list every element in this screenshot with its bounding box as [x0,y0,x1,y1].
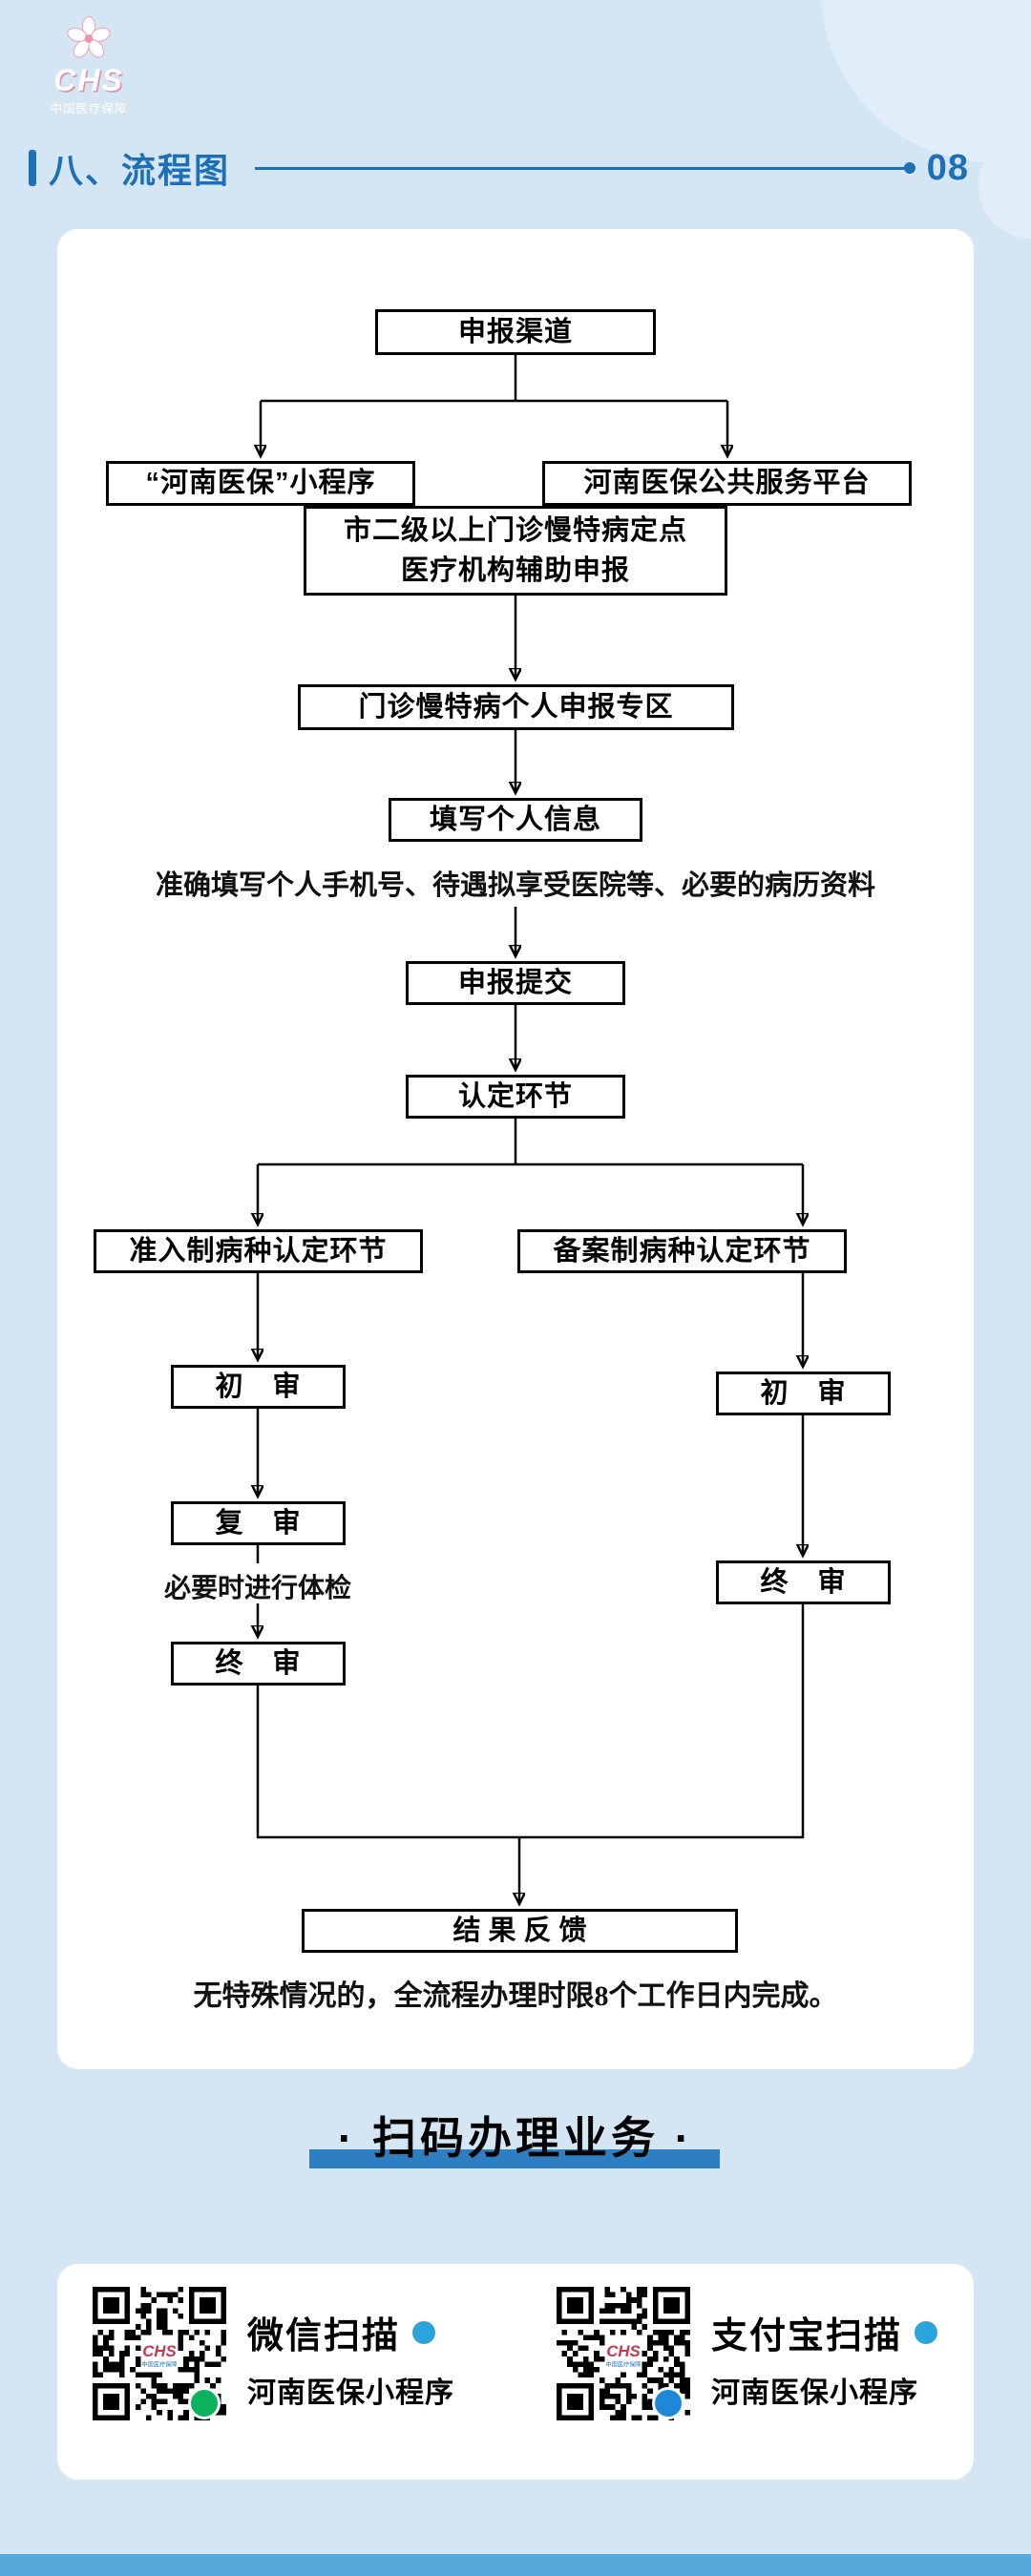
section-header: 八、流程图 08 [29,143,969,193]
flow-node-right-first-review: 初 审 [716,1372,891,1415]
svg-text:中国医疗保障: 中国医疗保障 [142,2360,178,2368]
flow-node-filing-branch: 备案制病种认定环节 [517,1229,847,1273]
alipay-scan-label: 支付宝扫描 [711,2316,903,2356]
logo-brand-text: CHS [53,63,124,97]
decorative-circle [821,0,1031,162]
alipay-scan-caption: 河南医保小程序 [711,2377,918,2409]
wechat-icon [188,2387,221,2419]
wechat-scan-label-row: 微信扫描 [247,2306,436,2358]
assist-line1: 市二级以上门诊慢特病定点 [343,515,687,546]
svg-text:CHS: CHS [606,2342,641,2360]
flow-node-result: 结果反馈 [302,1909,738,1953]
assist-line2: 医疗机构辅助申报 [400,555,630,586]
flow-node-admission-branch: 准入制病种认定环节 [94,1229,423,1273]
page-number: 08 [926,147,969,188]
header-accent-bar [29,150,36,186]
fill-info-note: 准确填写个人手机号、待遇拟享受医院等、必要的病历资料 [155,870,875,901]
svg-text:CHS: CHS [142,2342,177,2360]
wechat-scan-label: 微信扫描 [247,2316,401,2356]
logo-subtitle-text: 中国医疗保障 [50,102,128,115]
alipay-icon [652,2387,684,2419]
flow-node-fill-info: 填写个人信息 [389,798,642,842]
chs-logo: CHS 中国医疗保障 [27,15,151,116]
flow-node-left-first-review: 初 审 [171,1365,346,1409]
scan-section-title: · 扫码办理业务 · [337,2113,694,2163]
flow-node-left-final-review: 终 审 [171,1642,346,1686]
blue-dot-icon [412,2320,436,2344]
flow-node-determination: 认定环节 [406,1075,625,1119]
flow-node-platform: 河南医保公共服务平台 [542,461,912,506]
scan-title-underline-bar [309,2149,720,2168]
flower-icon [67,15,111,58]
flow-node-left-second-review: 复 审 [171,1501,346,1545]
deadline-note: 无特殊情况的，全流程办理时限8个工作日内完成。 [193,1980,838,2012]
flow-node-assist: 市二级以上门诊慢特病定点 医疗机构辅助申报 [304,506,727,596]
flow-node-personal-zone: 门诊慢特病个人申报专区 [298,684,734,730]
flow-node-mini-program: “河南医保”小程序 [106,461,415,506]
bottom-accent-bar [0,2554,1031,2576]
alipay-scan-label-row: 支付宝扫描 [711,2306,938,2358]
flow-node-right-final-review: 终 审 [716,1560,891,1604]
flow-node-submit: 申报提交 [406,961,625,1005]
blue-dot-icon [915,2320,938,2344]
header-divider-line [255,162,915,174]
wechat-scan-caption: 河南医保小程序 [247,2377,454,2409]
physical-exam-note: 必要时进行体检 [163,1574,351,1603]
flow-node-channel: 申报渠道 [375,309,656,355]
section-title: 八、流程图 [49,151,231,190]
svg-text:中国医疗保障: 中国医疗保障 [606,2360,642,2368]
